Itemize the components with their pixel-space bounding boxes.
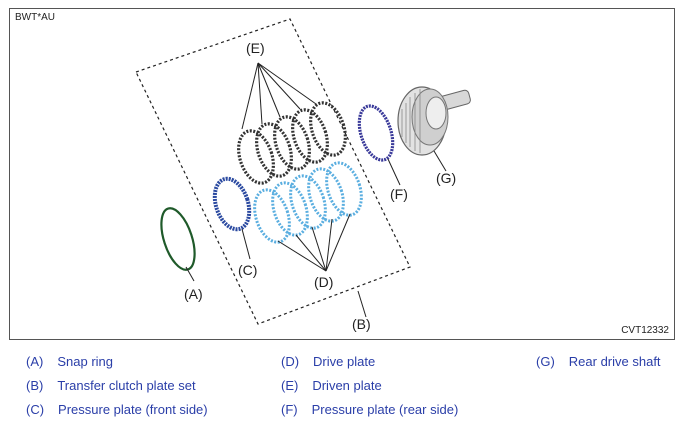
legend-item-e: (E) Driven plate: [281, 378, 382, 393]
rear-drive-shaft: [397, 86, 471, 156]
leader-lines: [185, 62, 447, 318]
figure-frame: BWT*AU: [9, 8, 675, 340]
exploded-view-diagram: (E) (A) (C) (D) (F) (G) (B): [135, 18, 471, 332]
legend-key: (E): [281, 378, 299, 393]
callout-d: (D): [314, 274, 333, 290]
callout-c: (C): [238, 262, 257, 278]
callout-e: (E): [246, 40, 265, 56]
legend-item-f: (F) Pressure plate (rear side): [281, 402, 458, 417]
legend-label: Drive plate: [313, 354, 376, 369]
legend-label: Snap ring: [57, 354, 113, 369]
callout-a: (A): [184, 286, 203, 302]
plate-set-boundary: [135, 18, 411, 325]
driven-plates: [237, 101, 347, 185]
pressure-plate-front: [212, 176, 252, 232]
drive-plates: [253, 161, 363, 244]
legend-key: (B): [26, 378, 44, 393]
parts-legend: (A) Snap ring (B) Transfer clutch plate se…: [0, 346, 685, 426]
legend-item-a: (A) Snap ring: [26, 354, 113, 369]
legend-item-b: (B) Transfer clutch plate set: [26, 378, 196, 393]
legend-item-c: (C) Pressure plate (front side): [26, 402, 208, 417]
figure-reference-number: CVT12332: [621, 325, 669, 336]
legend-item-d: (D) Drive plate: [281, 354, 375, 369]
legend-label: Rear drive shaft: [568, 354, 661, 369]
callout-b: (B): [352, 316, 371, 332]
legend-label: Pressure plate (rear side): [311, 402, 459, 417]
legend-item-g: (G) Rear drive shaft: [536, 354, 661, 369]
legend-key: (A): [26, 354, 44, 369]
figure-code: BWT*AU: [15, 12, 55, 23]
legend-label: Transfer clutch plate set: [57, 378, 196, 393]
legend-key: (F): [281, 402, 298, 417]
snap-ring: [160, 207, 196, 271]
legend-label: Pressure plate (front side): [58, 402, 208, 417]
legend-label: Driven plate: [312, 378, 382, 393]
pressure-plate-rear: [357, 104, 395, 162]
callout-g: (G): [436, 170, 456, 186]
legend-key: (C): [26, 402, 45, 417]
legend-key: (G): [536, 354, 555, 369]
legend-key: (D): [281, 354, 300, 369]
callout-f: (F): [390, 186, 408, 202]
